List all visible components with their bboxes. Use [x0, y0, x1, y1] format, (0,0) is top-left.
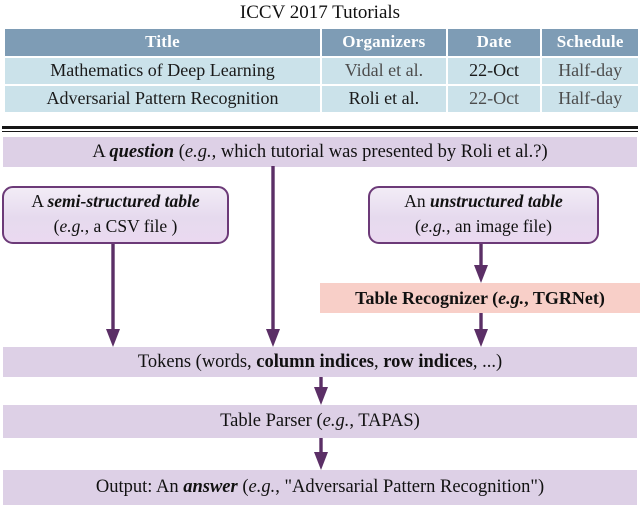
output-eg: e.g. — [248, 477, 276, 497]
parser-eg: e.g. — [322, 411, 350, 431]
output-emphasis: answer — [183, 477, 238, 497]
question-text: A question (e.g., which tutorial was pre… — [92, 141, 548, 162]
semi-structured-line1: A semi-structured table — [31, 189, 199, 214]
unstructured-eg: e.g. — [420, 216, 447, 236]
cell-schedule-0: Half-day — [542, 58, 638, 84]
cell-title-1: Adversarial Pattern Recognition — [5, 86, 320, 112]
question-prefix: A — [92, 141, 110, 162]
tokens-column-indices: column indices — [256, 351, 374, 372]
cell-organizers-0: Vidal et al. — [322, 58, 446, 84]
arrow-semi-structured-to-tokens — [105, 244, 121, 348]
semi-structured-emphasis: semi-structured table — [47, 191, 200, 211]
recognizer-eg: e.g. — [498, 287, 525, 308]
unstructured-prefix: An — [404, 191, 430, 211]
unstructured-table-box: An unstructured table (e.g., an image fi… — [368, 186, 599, 244]
unstructured-line1: An unstructured table — [404, 189, 563, 214]
cell-date-1: 22-Oct — [447, 86, 541, 112]
column-header-schedule: Schedule — [542, 29, 638, 56]
arrow-parser-to-output — [313, 438, 329, 471]
arrow-unstructured-to-recognizer — [473, 244, 489, 284]
parser-prefix: Table Parser ( — [220, 411, 323, 431]
output-suffix: , "Adversarial Pattern Recognition") — [275, 477, 545, 497]
cell-date-0: 22-Oct — [447, 58, 541, 84]
question-emphasis: question — [109, 141, 175, 162]
tokens-row-indices: row indices — [383, 351, 473, 372]
parser-suffix: , TAPAS) — [349, 411, 420, 431]
tokens-text: Tokens (words, column indices, row indic… — [138, 352, 502, 373]
semi-structured-prefix: A — [31, 191, 48, 211]
table-parser-bar: Table Parser (e.g., TAPAS) — [3, 405, 637, 438]
semi-structured-line2: (e.g., a CSV file ) — [53, 216, 178, 236]
tokens-bar: Tokens (words, column indices, row indic… — [3, 347, 637, 377]
recognizer-prefix: Table Recognizer ( — [355, 287, 499, 308]
cell-title-0: Mathematics of Deep Learning — [5, 58, 320, 84]
column-header-organizers: Organizers — [322, 29, 446, 56]
page-title: ICCV 2017 Tutorials — [239, 2, 401, 23]
arrow-tokens-to-parser — [313, 377, 329, 406]
question-eg: e.g. — [184, 141, 212, 162]
table-row: Mathematics of Deep Learning Vidal et al… — [5, 58, 638, 84]
arrow-recognizer-to-tokens — [473, 313, 489, 348]
arrow-question-to-tokens — [265, 166, 281, 348]
section-divider — [2, 126, 638, 129]
tokens-mid: , — [374, 351, 384, 372]
semi-structured-rest: , a CSV file ) — [84, 216, 178, 236]
output-mid: ( — [237, 477, 249, 497]
unstructured-emphasis: unstructured table — [430, 191, 563, 211]
section-divider-secondary — [2, 131, 638, 132]
question-body: , which tutorial was presented by Roli e… — [211, 141, 548, 162]
parser-text: Table Parser (e.g., TAPAS) — [220, 411, 420, 432]
output-prefix: Output: An — [95, 477, 184, 497]
unstructured-rest: , an image file) — [446, 216, 553, 236]
semi-structured-eg: e.g. — [59, 216, 85, 236]
tokens-prefix: Tokens (words, — [137, 351, 257, 372]
cell-schedule-1: Half-day — [542, 86, 638, 112]
recognizer-suffix: , TGRNet) — [524, 287, 605, 308]
table-header-row: Title Organizers Date Schedule — [5, 29, 638, 56]
table-row: Adversarial Pattern Recognition Roli et … — [5, 86, 638, 112]
output-bar: Output: An answer (e.g., "Adversarial Pa… — [3, 470, 637, 505]
semi-structured-table-box: A semi-structured table (e.g., a CSV fil… — [2, 186, 229, 244]
unstructured-line2: (e.g., an image file) — [414, 216, 553, 236]
cell-organizers-1: Roli et al. — [322, 86, 446, 112]
output-text: Output: An answer (e.g., "Adversarial Pa… — [96, 477, 544, 498]
recognizer-text: Table Recognizer (e.g., TGRNet) — [355, 288, 605, 309]
iccv-tutorials-table: Title Organizers Date Schedule Mathemati… — [3, 27, 640, 114]
column-header-title: Title — [5, 29, 320, 56]
question-bar: A question (e.g., which tutorial was pre… — [3, 137, 637, 167]
tokens-suffix: , ...) — [472, 351, 503, 372]
column-header-date: Date — [447, 29, 541, 56]
table-recognizer-bar: Table Recognizer (e.g., TGRNet) — [320, 283, 640, 313]
